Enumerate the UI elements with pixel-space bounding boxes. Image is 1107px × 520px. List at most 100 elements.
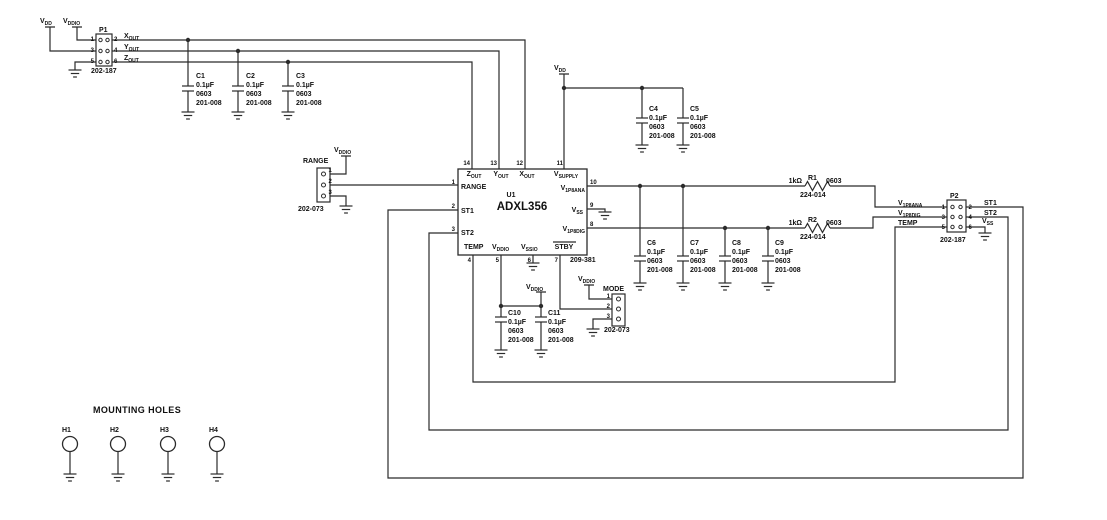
- capacitor-c8: C8 0.1µF 0603 201-008: [732, 240, 758, 274]
- ground-icons: [62, 69, 993, 482]
- pin-hole: [105, 48, 110, 54]
- net-range-ground-wire: [330, 195, 347, 206]
- ic-u1: 14 13 12 11 ZOUT YOUT XOUT VSUPPLY 1 2 3…: [452, 161, 598, 264]
- net-vddio-ic-wire: [500, 255, 546, 350]
- pin-hole: [105, 37, 110, 43]
- cap-part: 201-008: [246, 100, 272, 107]
- ic-pin-label-st1: ST1: [461, 208, 474, 215]
- pin-hole: [321, 182, 326, 188]
- mounting-holes-title: MOUNTING HOLES: [93, 405, 181, 415]
- cap-ref: C9: [775, 240, 784, 247]
- ic-part: 209-381: [570, 257, 596, 264]
- pin-number: 1: [942, 205, 946, 211]
- junction-dot: [235, 48, 241, 54]
- capacitor-c2: C2 0.1µF 0603 201-008: [246, 73, 272, 107]
- cap-value: 0.1µF: [246, 82, 265, 89]
- resistor-value: 1kΩ: [789, 178, 803, 185]
- junction-dot: [285, 59, 291, 65]
- capacitor-c11: C11 0.1µF 0603 201-008: [548, 310, 574, 344]
- cap-part: 201-008: [296, 100, 322, 107]
- connector-p1: P1 1 2 3 4 5 6 202-187: [91, 27, 118, 75]
- net-label-xout: XOUT: [124, 33, 139, 42]
- net-label-vss-p2: VSS: [982, 218, 994, 227]
- connector-p2-part: 202-187: [940, 237, 966, 244]
- net-yout-wire: [112, 50, 500, 169]
- ground-icon: [338, 205, 354, 214]
- cap-package: 0603: [196, 91, 212, 98]
- junction-dot: [765, 225, 771, 231]
- cap-part: 201-008: [548, 337, 574, 344]
- pin-number: 10: [590, 180, 597, 186]
- cap-part: 201-008: [647, 267, 673, 274]
- pin-number: 3: [452, 227, 456, 233]
- ic-pin-label-temp: TEMP: [464, 244, 484, 251]
- junction-dot: [722, 225, 728, 231]
- capacitor-c1: C1 0.1µF 0603 201-008: [196, 73, 222, 107]
- cap-part: 201-008: [196, 100, 222, 107]
- capacitor-c4: C4 0.1µF 0603 201-008: [649, 106, 675, 140]
- net-p2-vss-wire: [966, 226, 986, 233]
- capacitor-c5: C5 0.1µF 0603 201-008: [690, 106, 716, 140]
- net-vdd-p1-wire: [45, 26, 96, 52]
- pin-number: 7: [555, 258, 559, 264]
- net-xout-wire: [112, 39, 526, 169]
- cap-package: 0603: [246, 91, 262, 98]
- net-label-temp-p2: TEMP: [898, 220, 918, 227]
- cap-ref: C8: [732, 240, 741, 247]
- connector-p2: P2 1 2 3 4 5 6 202-187 V1P8ANA V1P8DIG T…: [898, 193, 997, 244]
- net-zout-wire: [112, 61, 473, 169]
- ground-icon: [62, 473, 78, 482]
- connector-range-part: 202-073: [298, 206, 324, 213]
- cap-ref: C5: [690, 106, 699, 113]
- cap-part: 201-008: [775, 267, 801, 274]
- pin-number: 6: [114, 59, 118, 65]
- net-range-vddio-wire: [330, 155, 351, 175]
- cap-value: 0.1µF: [296, 82, 315, 89]
- capacitor-c9: C9 0.1µF 0603 201-008: [775, 240, 801, 274]
- ic-pin-label-range: RANGE: [461, 184, 487, 191]
- resistor-value: 1kΩ: [789, 220, 803, 227]
- pin-number: 2: [114, 37, 118, 43]
- net-label-zout: ZOUT: [124, 55, 139, 64]
- ground-icon: [632, 282, 648, 291]
- cap-value: 0.1µF: [690, 249, 709, 256]
- ground-icon: [160, 473, 176, 482]
- pin-hole: [616, 296, 621, 302]
- pin-hole: [958, 224, 963, 230]
- pin-number: 4: [114, 48, 118, 54]
- connector-p1-ref: P1: [99, 27, 108, 34]
- ground-icon: [675, 282, 691, 291]
- mounting-hole-label: H4: [209, 427, 218, 434]
- pin-hole: [321, 171, 326, 177]
- pin-hole: [105, 59, 110, 65]
- net-label-st1-p2: ST1: [984, 200, 997, 207]
- ground-icon: [110, 473, 126, 482]
- resistor-ref: R1: [808, 175, 817, 182]
- ic-pin-label-stby: STBY: [555, 244, 574, 251]
- cap-part: 201-008: [690, 133, 716, 140]
- ic-pin-label-vsupply: VSUPPLY: [554, 171, 579, 180]
- net-vdd-center-wire: [559, 73, 684, 169]
- resistor-ref: R2: [808, 217, 817, 224]
- pin-hole: [321, 193, 326, 199]
- ground-icon: [493, 349, 509, 358]
- ground-icon: [977, 232, 993, 241]
- cap-part: 201-008: [690, 267, 716, 274]
- ground-icon: [230, 111, 246, 120]
- junction-dot: [185, 37, 191, 43]
- mounting-hole-label: H2: [110, 427, 119, 434]
- mounting-hole: [61, 435, 79, 453]
- ground-icon: [634, 144, 650, 153]
- mounting-hole: [159, 435, 177, 453]
- mounting-hole-label: H1: [62, 427, 71, 434]
- pin-number: 1: [607, 294, 611, 300]
- resistor-r1: 1kΩ R1 0603 224-014: [789, 175, 842, 199]
- pin-number: 12: [516, 161, 523, 167]
- net-label-vddio-ic: VDDIO: [526, 284, 543, 293]
- pin-number: 2: [607, 304, 611, 310]
- cap-package: 0603: [690, 124, 706, 131]
- ground-icon: [585, 328, 601, 337]
- ic-pin-label-vddio: VDDIO: [492, 244, 509, 253]
- pin-number: 4: [969, 215, 973, 221]
